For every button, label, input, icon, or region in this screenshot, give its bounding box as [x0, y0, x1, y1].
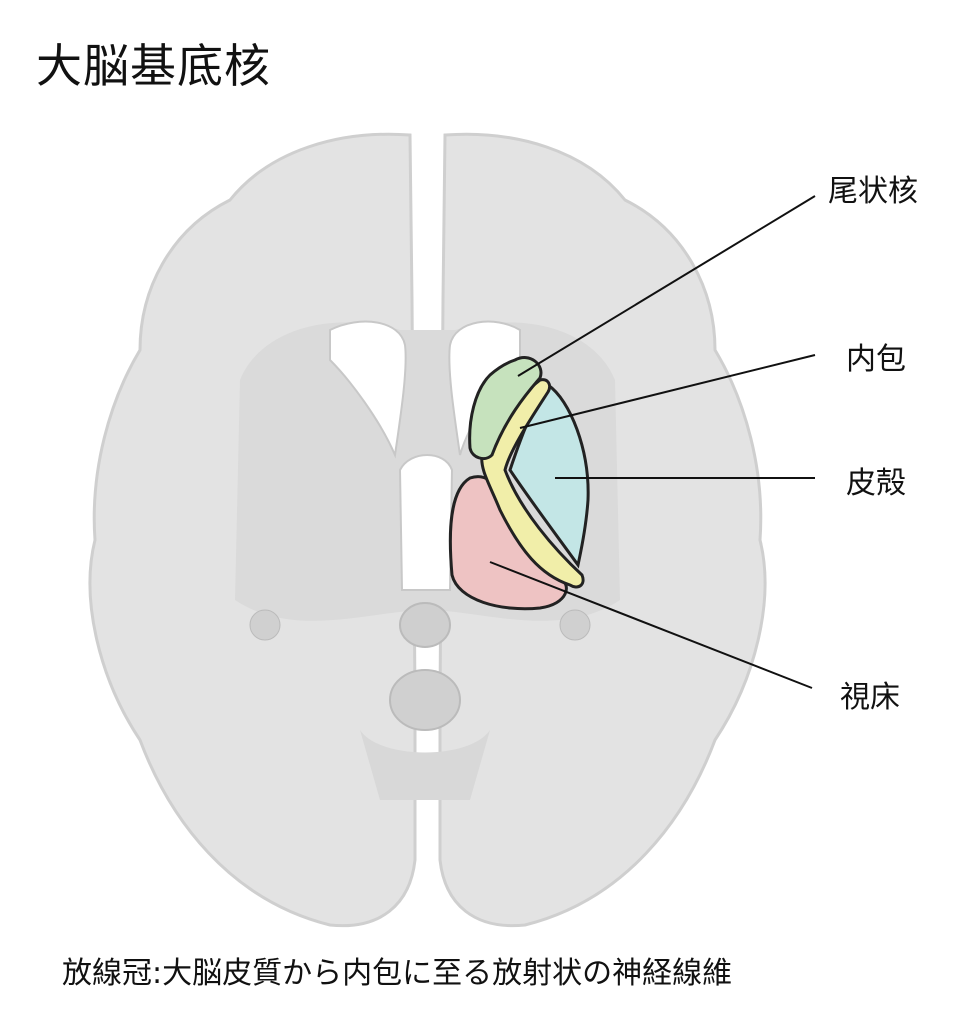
internal-capsule-label: 内包	[846, 342, 906, 377]
internal-capsule-leader-line	[519, 354, 816, 429]
caudate-label: 尾状核	[828, 174, 918, 209]
thalamus-label: 視床	[840, 680, 900, 715]
caudate-region	[468, 356, 543, 460]
thalamus-leader-line	[489, 561, 813, 689]
left-lateral-ventricle	[329, 320, 407, 459]
third-ventricle	[398, 454, 454, 591]
right-hippocampus	[559, 609, 591, 641]
putamen-region	[508, 383, 590, 569]
left-hippocampus	[249, 609, 281, 641]
leader-lines	[489, 195, 816, 689]
cerebral-aqueduct	[399, 602, 451, 648]
page-title: 大脳基底核	[36, 39, 271, 93]
caption: 放線冠:大脳皮質から内包に至る放射状の神経線維	[62, 956, 733, 991]
midbrain	[389, 669, 461, 731]
basal-ganglia	[448, 356, 590, 611]
brain-section	[88, 132, 767, 928]
caudate-leader-line	[517, 195, 816, 377]
cerebellum	[360, 730, 490, 800]
putamen-label: 皮殻	[846, 466, 906, 501]
